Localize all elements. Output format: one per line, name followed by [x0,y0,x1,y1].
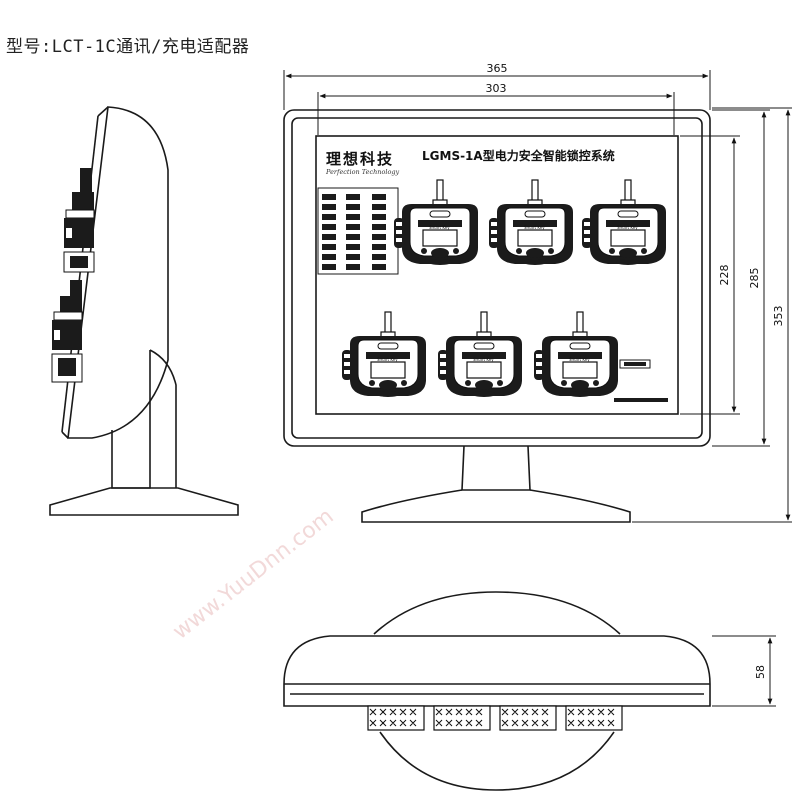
side-keyholder-lower [51,280,83,383]
keyholder-2 [488,179,574,266]
brand-subtitle: Perfection Technology [325,168,400,176]
side-keyholder-upper [63,168,95,273]
keyholder-5 [437,311,523,398]
keyholder-1 [393,179,479,266]
system-title: LGMS-1A型电力安全智能锁控系统 [422,148,615,163]
watermark-text: www.YuuDnn.com [168,504,338,645]
keyholder-6 [533,311,619,398]
device-label-3: Smart Key [617,225,638,230]
legend-grid [317,187,399,275]
side-view [49,106,239,516]
device-label-6: Smart Key [569,357,590,362]
dim-outer-width: 365 [487,62,508,75]
keyholder-4 [341,311,427,398]
model-title: 型号:LCT-1C通讯/充电适配器 [6,37,250,57]
device-label-4: Smart Key [377,357,398,362]
dim-total-height: 353 [772,306,785,327]
front-view: 365 303 理想科技 Perfection Technology LGMS-… [283,62,792,523]
dim-body-height: 285 [748,268,761,289]
device-label-2: Smart Key [524,225,545,230]
bottom-view: 58 [283,591,776,791]
device-label-1: Smart Key [429,225,450,230]
device-label-5: Smart Key [473,357,494,362]
brand-name: 理想科技 [326,150,394,168]
keyholder-3 [581,179,667,266]
usb-port [619,359,651,369]
dim-screen-height: 228 [718,265,731,286]
dim-screen-width: 303 [486,82,507,95]
dim-depth: 58 [754,665,767,679]
footer-strip [614,398,668,402]
